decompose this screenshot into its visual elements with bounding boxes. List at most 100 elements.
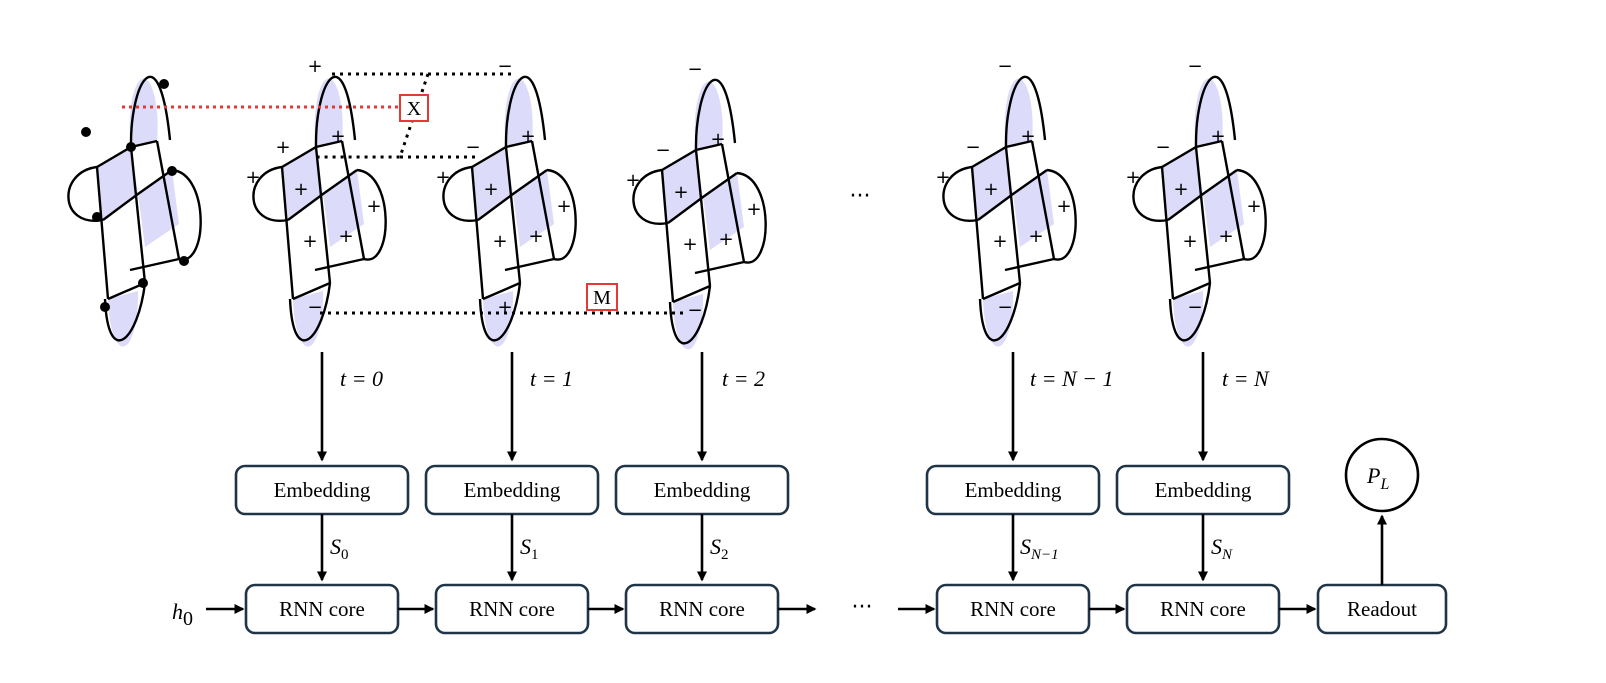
syndrome-label-n: SN: [1211, 534, 1233, 563]
stabilizer-sign: −: [997, 56, 1012, 77]
stabilizer-sign: +: [556, 196, 571, 217]
lattice-edge: [632, 168, 669, 225]
stabilizer-sign: −: [1187, 297, 1202, 318]
stabilizer-sign: −: [687, 59, 702, 80]
lattice-cell: [323, 170, 364, 247]
logical-probability-label: PL: [1366, 463, 1389, 493]
lattice-cell: [513, 170, 554, 247]
stabilizer-sign: +: [245, 167, 260, 188]
lattice-cell: [1013, 170, 1054, 247]
stabilizer-sign: +: [366, 196, 381, 217]
stabilizer-sign: +: [673, 182, 688, 203]
lattice-cell: [972, 147, 1013, 220]
syndrome-arrows: [317, 514, 1208, 582]
syndrome-label-1: S1: [520, 534, 539, 563]
time-arrows: [317, 352, 1208, 462]
stabilizer-sign: +: [710, 129, 725, 150]
gate-connections: X M: [122, 72, 685, 315]
stabilizer-sign: +: [307, 56, 322, 77]
stabilizer-sign: +: [1182, 231, 1197, 252]
embedding-row: Embedding Embedding Embedding Embedding …: [234, 464, 1291, 516]
stabilizer-sign: +: [1173, 179, 1188, 200]
syndrome-lattices: ++++++++−−−+++++++−−++++++−−−++++++−−−++…: [245, 56, 1267, 350]
syndrome-label-n-minus-1: SN−1: [1020, 534, 1059, 563]
lattice-edge: [442, 165, 479, 222]
lattice-edge: [504, 75, 547, 148]
stabilizer-sign: +: [302, 231, 317, 252]
lattice-ellipsis: ···: [850, 184, 871, 209]
lattice-edge: [252, 165, 289, 222]
lattice-edge: [546, 168, 577, 261]
stabilizer-sign: +: [1056, 196, 1071, 217]
time-label-2: t = 2: [722, 366, 765, 391]
syndrome-label-0: S0: [330, 534, 349, 563]
stabilizer-sign: +: [492, 231, 507, 252]
syndrome-lattice-0: ++++++++−: [245, 56, 387, 347]
lattice-cell: [662, 150, 703, 223]
rnn-row: RNN core RNN core RNN core RNN core RNN …: [244, 583, 1448, 635]
initial-hidden-state-label: h0: [172, 599, 193, 630]
lattice-edge: [942, 165, 979, 222]
lattice-edge: [288, 282, 332, 342]
stabilizer-sign: +: [718, 229, 733, 250]
lattice-edge: [660, 143, 746, 303]
lattice-edge: [356, 168, 387, 261]
lattice-cell: [1203, 170, 1244, 247]
stabilizer-sign: +: [983, 179, 998, 200]
embedding-label-n: Embedding: [1155, 478, 1252, 502]
stabilizer-sign: +: [293, 179, 308, 200]
reference-lattice: [67, 75, 202, 347]
stabilizer-sign: +: [1125, 167, 1140, 188]
lattice-edge: [736, 171, 767, 264]
x-gate-label: X: [407, 98, 422, 120]
stabilizer-sign: +: [1210, 126, 1225, 147]
syndrome-lattice-3: −−++++++−: [935, 56, 1077, 347]
lattice-edge: [1236, 168, 1267, 261]
stabilizer-sign: +: [330, 126, 345, 147]
stabilizer-sign: +: [1246, 196, 1261, 217]
lattice-edge: [478, 282, 522, 342]
logical-probability-circle: [1344, 437, 1420, 513]
lattice-edge: [1168, 282, 1212, 342]
syndrome-label-2: S2: [710, 534, 729, 563]
time-label-n-minus-1: t = N − 1: [1030, 366, 1113, 391]
hidden-state-arrows: [206, 514, 1387, 614]
time-label-1: t = 1: [530, 366, 573, 391]
lattice-edge: [1194, 75, 1237, 148]
lattice-edge: [280, 140, 366, 300]
lattice-cell: [282, 147, 323, 220]
lattice-edge: [1160, 140, 1246, 300]
lattice-edge: [978, 282, 1022, 342]
syndrome-lattice-4: −−++++++−: [1125, 56, 1267, 347]
stabilizer-sign: −: [965, 137, 980, 158]
lattice-edge: [1132, 165, 1169, 222]
rnn-core-label-0: RNN core: [279, 597, 365, 621]
stabilizer-sign: +: [1218, 226, 1233, 247]
time-label-n: t = N: [1222, 366, 1270, 391]
stabilizer-sign: +: [1028, 226, 1043, 247]
stabilizer-sign: +: [625, 170, 640, 191]
stabilizer-sign: +: [435, 167, 450, 188]
stabilizer-sign: +: [935, 167, 950, 188]
x-gate-box: [399, 94, 429, 122]
lattice-cell: [472, 147, 513, 220]
stabilizer-sign: +: [338, 226, 353, 247]
readout-label: Readout: [1347, 597, 1417, 621]
stabilizer-sign: −: [307, 297, 322, 318]
embedding-label-2: Embedding: [654, 478, 751, 502]
lattice-edge: [694, 78, 737, 151]
stabilizer-sign: +: [483, 179, 498, 200]
rnn-core-label-n: RNN core: [1160, 597, 1246, 621]
lattice-edge: [1004, 75, 1047, 148]
stabilizer-sign: −: [687, 300, 702, 321]
stabilizer-sign: −: [497, 56, 512, 77]
lattice-edge: [470, 140, 556, 300]
stabilizer-sign: +: [992, 231, 1007, 252]
m-gate-box: [586, 283, 618, 311]
rnn-core-label-n-minus-1: RNN core: [970, 597, 1056, 621]
stabilizer-sign: +: [497, 297, 512, 318]
stabilizer-sign: +: [682, 234, 697, 255]
stabilizer-sign: +: [746, 199, 761, 220]
syndrome-lattice-1: −−+++++++: [435, 56, 577, 347]
